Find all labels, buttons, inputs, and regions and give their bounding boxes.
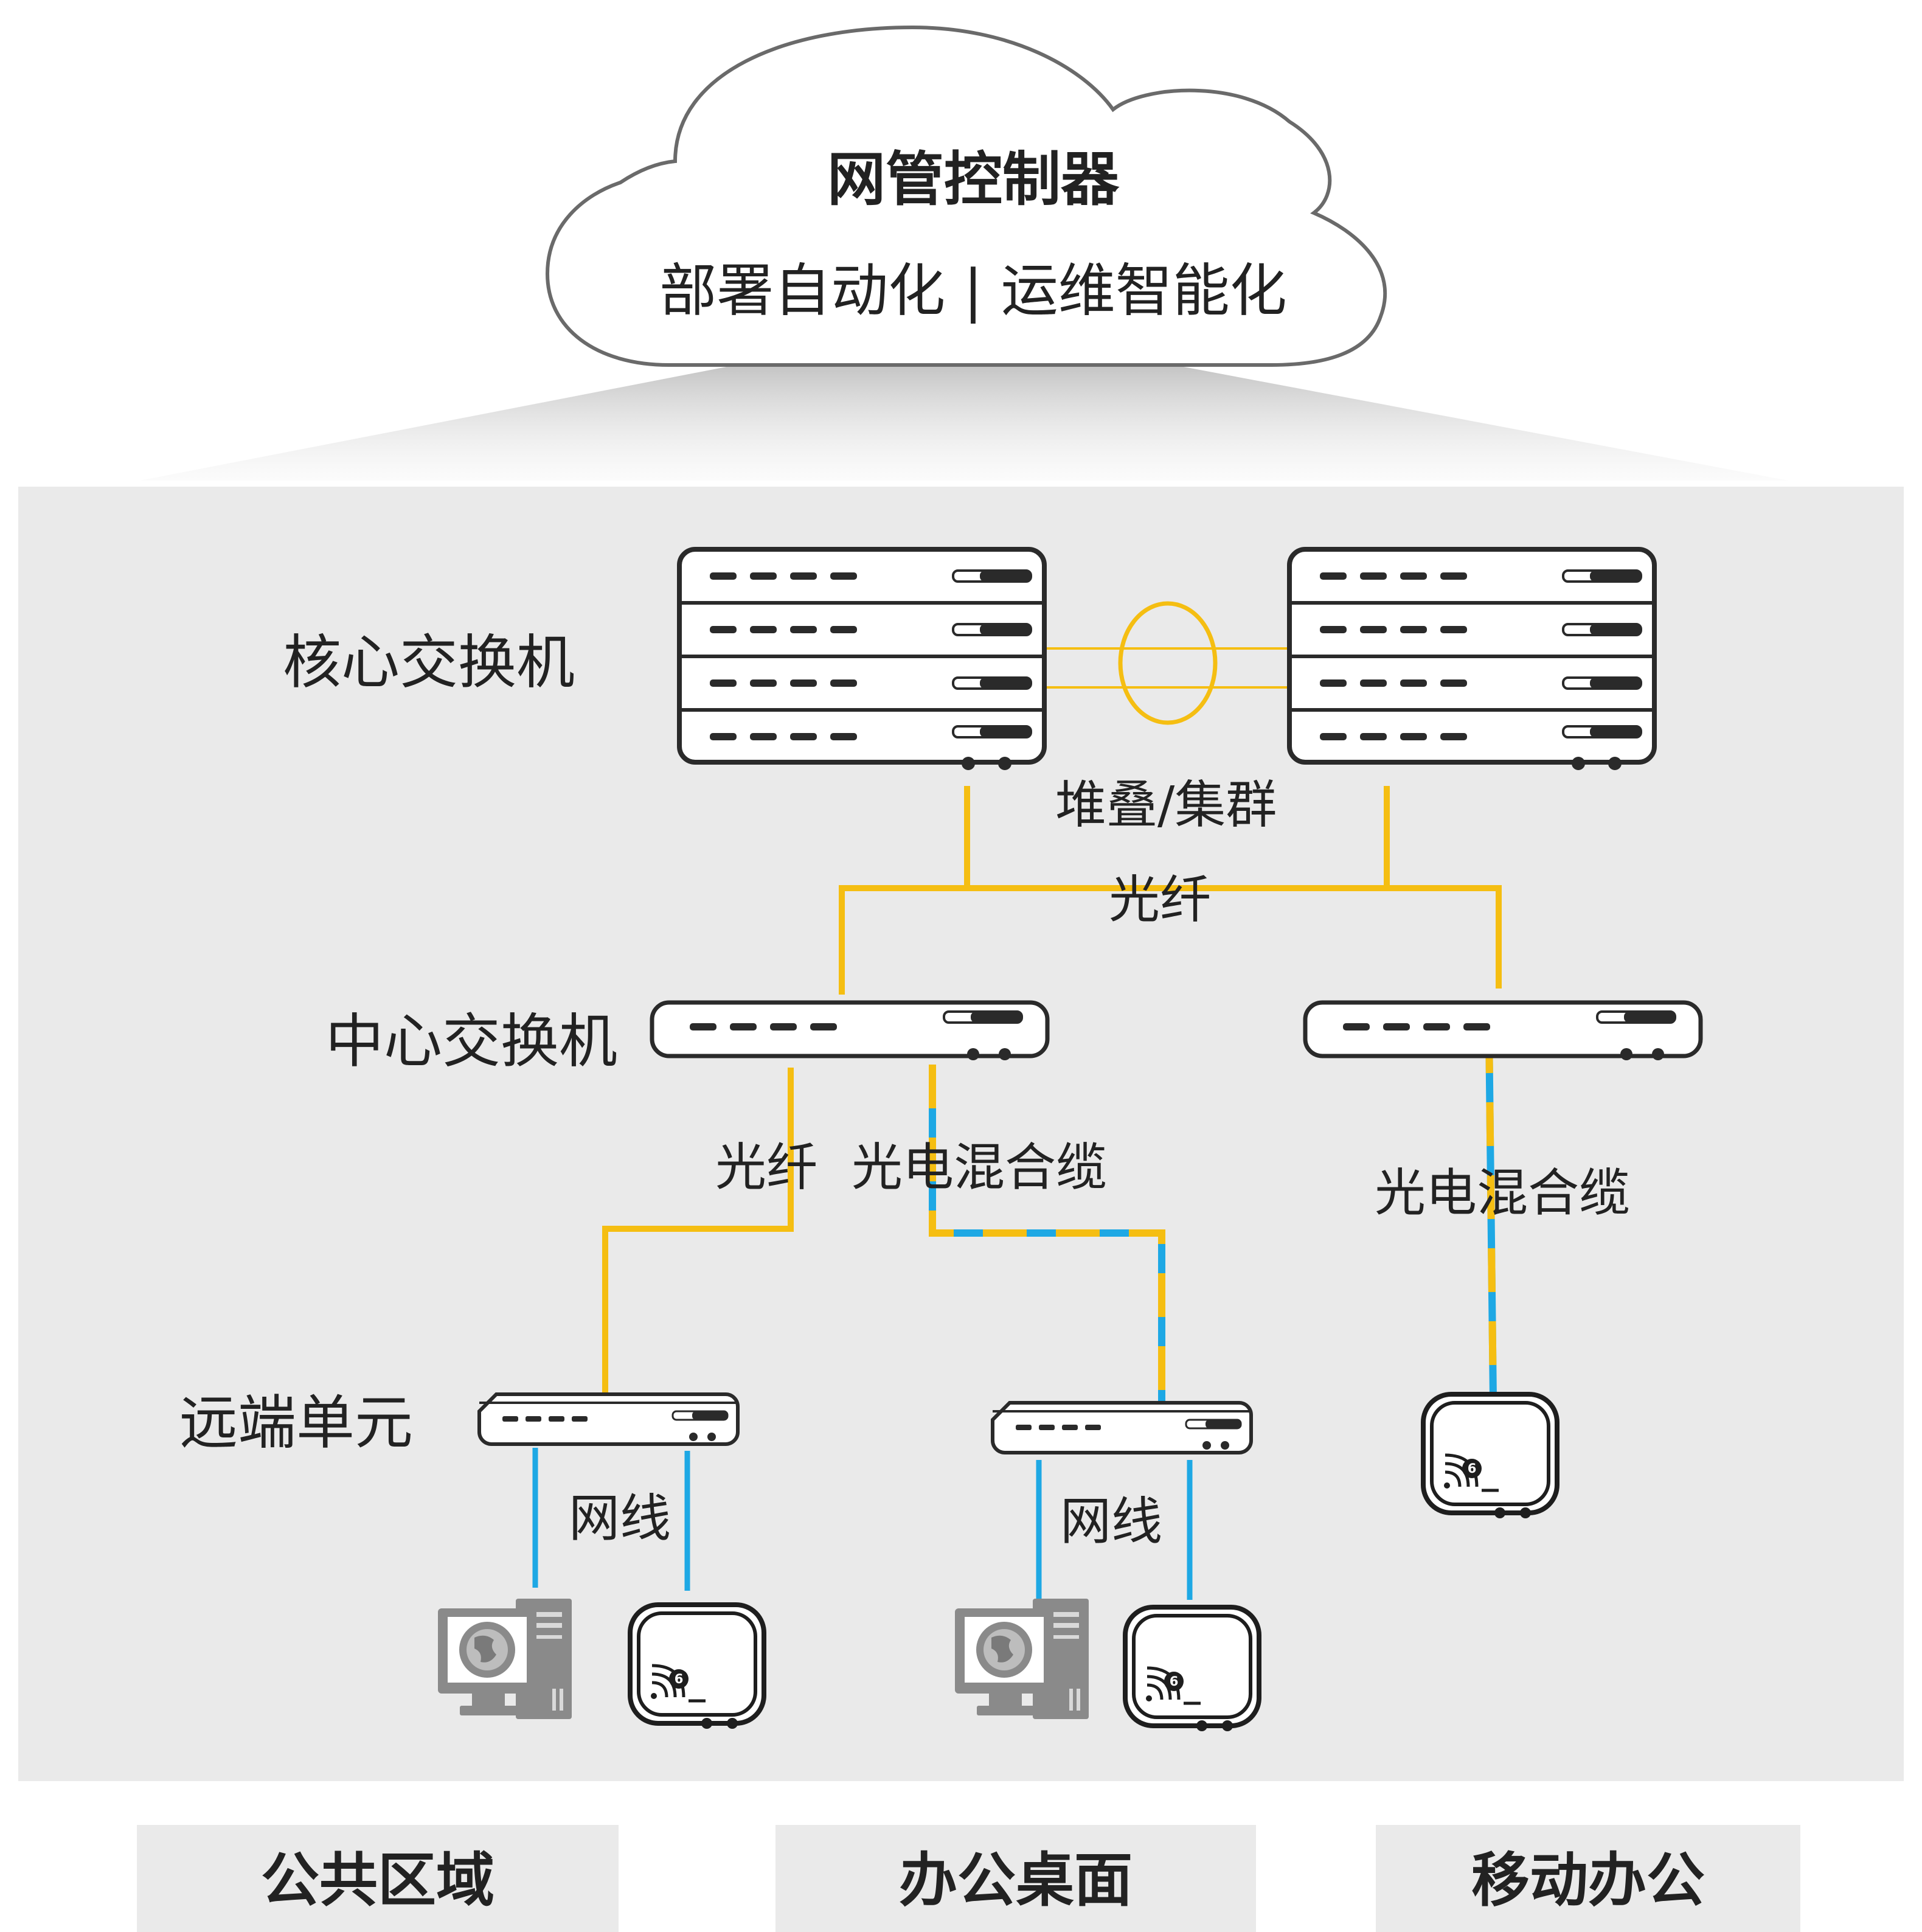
wifi6-ap-mid-icon	[1125, 1607, 1259, 1731]
hybrid-cable-right-dash	[1485, 1029, 1497, 1400]
fiber-link-remote-left	[602, 1068, 794, 1393]
core-switch-left-icon	[679, 549, 1044, 770]
fiber-links	[602, 601, 1502, 1393]
zone-label-desktop: 办公桌面	[899, 1846, 1133, 1914]
wifi6-ap-right-icon	[1423, 1394, 1557, 1518]
link-label-cable-mid: 网线	[1060, 1492, 1162, 1551]
hybrid-cable-mid-dash	[929, 1065, 1165, 1405]
zone-box-desktop	[775, 1825, 1256, 1932]
link-label-cable-left: 网线	[569, 1489, 671, 1548]
stack-ring	[1118, 601, 1218, 725]
zone-label-mobile: 移动办公	[1471, 1846, 1705, 1914]
remote-unit-mid-icon	[993, 1403, 1251, 1453]
link-label-fiber-left: 光纤	[715, 1138, 817, 1197]
zone-label-public: 公共区域	[261, 1846, 494, 1914]
link-label-fiber-top: 光纤	[1109, 870, 1211, 930]
cloud-shape	[545, 25, 1387, 367]
ethernet-cables	[532, 1448, 1193, 1600]
link-label-hybrid-right: 光电混合缆	[1375, 1163, 1630, 1223]
tier-label-center: 中心交换机	[325, 1007, 617, 1075]
tier-label-core: 核心交换机	[283, 628, 575, 697]
remote-unit-left-icon	[479, 1394, 738, 1444]
cloud-projection-shadow	[140, 365, 1788, 481]
wifi6-ap-left-icon	[630, 1605, 764, 1729]
center-switch-right-icon	[1305, 1002, 1701, 1060]
core-switch-right-icon	[1289, 549, 1654, 770]
zone-box-public	[137, 1825, 619, 1932]
cloud-subtitle: 部署自动化 | 运维智能化	[659, 258, 1286, 324]
hybrid-cables	[929, 1029, 1497, 1405]
link-label-stack: 堆叠/集群	[1055, 775, 1277, 835]
link-label-hybrid-mid: 光电混合缆	[852, 1138, 1107, 1197]
center-switch-left-icon	[652, 1002, 1047, 1060]
cloud-title: 网管控制器	[827, 145, 1120, 214]
zone-box-mobile	[1376, 1825, 1800, 1932]
tier-label-remote: 远端单元	[179, 1389, 413, 1457]
fiber-link-bus	[839, 885, 1502, 995]
